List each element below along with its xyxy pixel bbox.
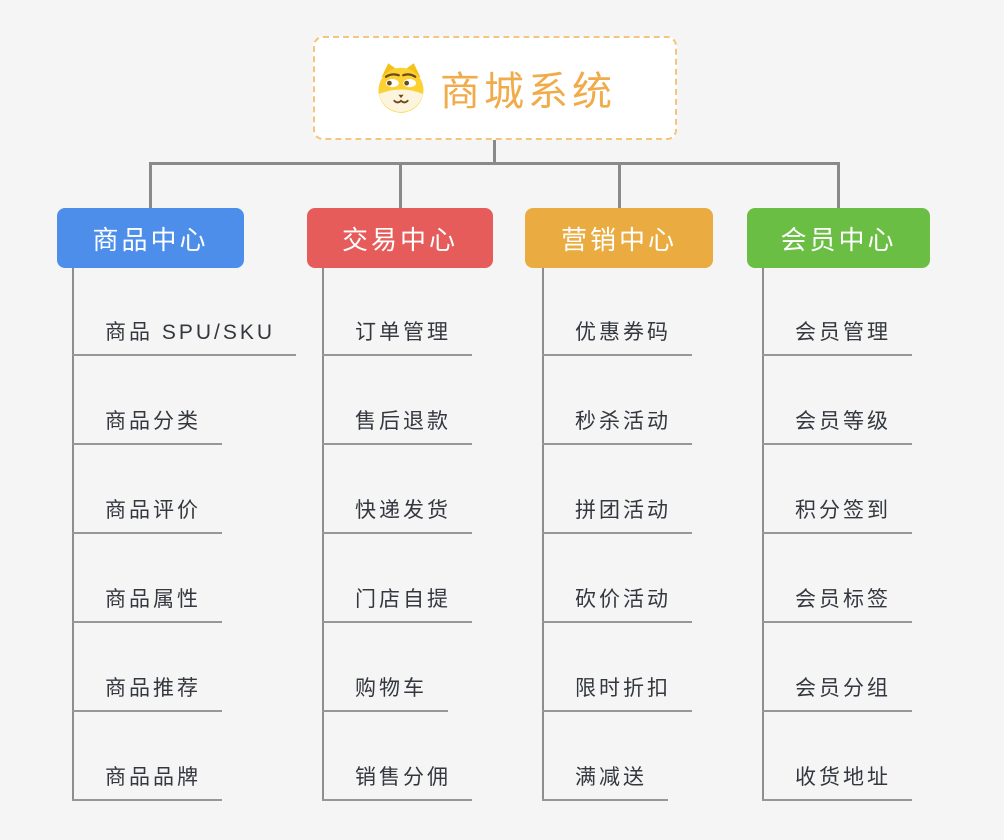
- leaf-node[interactable]: 会员等级: [762, 409, 912, 445]
- connector-root-stub: [493, 140, 496, 164]
- column-line: [72, 268, 74, 800]
- leaf-node[interactable]: 秒杀活动: [542, 409, 692, 445]
- connector-stub: [618, 162, 621, 208]
- root-node[interactable]: 商城系统: [313, 36, 677, 140]
- leaf-node[interactable]: 限时折扣: [542, 676, 692, 712]
- connector-stub: [149, 162, 152, 208]
- column-line: [542, 268, 544, 800]
- leaf-node[interactable]: 拼团活动: [542, 498, 692, 534]
- branch-node-product-center[interactable]: 商品中心: [57, 208, 244, 268]
- dog-face-icon: [378, 63, 424, 113]
- branch-node-marketing-center[interactable]: 营销中心: [525, 208, 713, 268]
- branch-node-member-center[interactable]: 会员中心: [747, 208, 930, 268]
- leaf-node[interactable]: 满减送: [542, 765, 668, 801]
- connector-stub: [399, 162, 402, 208]
- leaf-node[interactable]: 快递发货: [322, 498, 472, 534]
- leaf-node[interactable]: 商品推荐: [72, 676, 222, 712]
- leaf-node[interactable]: 商品 SPU/SKU: [72, 320, 297, 356]
- leaf-node[interactable]: 销售分佣: [322, 765, 472, 801]
- leaf-node[interactable]: 购物车: [322, 676, 448, 712]
- leaf-node[interactable]: 售后退款: [322, 409, 472, 445]
- connector-bus: [149, 162, 840, 165]
- leaf-node[interactable]: 订单管理: [322, 320, 472, 356]
- leaf-node[interactable]: 商品分类: [72, 409, 222, 445]
- leaf-node[interactable]: 商品评价: [72, 498, 222, 534]
- leaf-node[interactable]: 门店自提: [322, 587, 472, 623]
- leaf-node[interactable]: 会员管理: [762, 320, 912, 356]
- leaf-node[interactable]: 收货地址: [762, 765, 912, 801]
- leaf-node[interactable]: 会员分组: [762, 676, 912, 712]
- leaf-node[interactable]: 优惠券码: [542, 320, 692, 356]
- leaf-node[interactable]: 商品品牌: [72, 765, 222, 801]
- leaf-node[interactable]: 会员标签: [762, 587, 912, 623]
- column-line: [322, 268, 324, 800]
- leaf-node[interactable]: 砍价活动: [542, 587, 692, 623]
- leaf-node[interactable]: 积分签到: [762, 498, 912, 534]
- branch-node-trade-center[interactable]: 交易中心: [307, 208, 493, 268]
- root-title: 商城系统: [440, 70, 616, 114]
- connector-stub: [837, 162, 840, 208]
- leaf-node[interactable]: 商品属性: [72, 587, 222, 623]
- column-line: [762, 268, 764, 800]
